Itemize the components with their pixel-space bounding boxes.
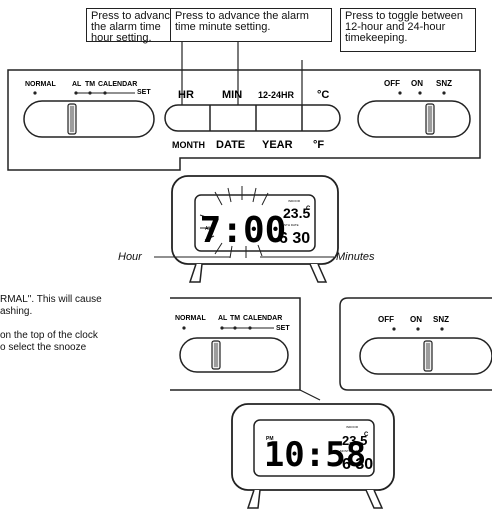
annotation-minutes: Minutes bbox=[336, 251, 375, 263]
text-line-3: on the top of the clock bbox=[0, 330, 98, 341]
mode-dots bbox=[33, 91, 107, 95]
clock1-temp: 23.5 bbox=[283, 205, 310, 221]
snooze-slider-knob[interactable] bbox=[425, 103, 435, 135]
b-mode-label-tm: TM bbox=[230, 315, 240, 322]
temp-unit-button[interactable] bbox=[303, 106, 339, 130]
clock2-temp-unit: C bbox=[364, 432, 369, 438]
hr-month-button[interactable] bbox=[166, 106, 209, 130]
b-snooze-label-on: ON bbox=[410, 315, 422, 324]
clock1-temp-unit: C bbox=[306, 206, 311, 212]
button-label-12-24hr: 12-24HR bbox=[258, 90, 295, 100]
clock1-time: 7:00 bbox=[200, 210, 287, 251]
clock1-al-indicator: AL bbox=[205, 226, 211, 232]
snooze-slider[interactable]: OFF ON SNZ bbox=[357, 79, 471, 138]
b-mode-label-normal: NORMAL bbox=[175, 315, 206, 322]
clock2-indoor-tag: INDOOR bbox=[346, 425, 359, 429]
snooze-label-snz: SNZ bbox=[436, 79, 452, 88]
snooze-label-off: OFF bbox=[384, 79, 400, 88]
mode-slider-knob[interactable] bbox=[67, 103, 77, 135]
annotation-hour: Hour bbox=[118, 251, 142, 263]
b-mode-label-al: AL bbox=[218, 315, 228, 322]
mode-label-tm: TM bbox=[85, 81, 95, 88]
mode-slider[interactable]: NORMAL AL TM CALENDAR SET bbox=[23, 81, 155, 138]
mode-slider-track bbox=[23, 100, 155, 138]
mode-label-set: SET bbox=[137, 89, 151, 96]
callout-connectors bbox=[181, 40, 303, 105]
clock1-monthdate-tag: MONTH DATE bbox=[279, 223, 299, 227]
top-control-panel bbox=[7, 69, 481, 171]
button-label-month: MONTH bbox=[172, 140, 205, 150]
button-label-min: MIN bbox=[222, 89, 242, 101]
clock1-date: 6 30 bbox=[279, 230, 310, 247]
callout-minute-text: Press to advance the alarm time minute s… bbox=[175, 10, 309, 33]
callout-toggle-text: Press to toggle between 12-hour and 24-h… bbox=[345, 10, 464, 44]
clock1-indoor-tag: INDOOR bbox=[288, 199, 301, 203]
b-snooze-label-snz: SNZ bbox=[433, 315, 449, 324]
button-label-year: YEAR bbox=[262, 139, 293, 151]
button-label-hr: HR bbox=[178, 89, 194, 101]
callout-12-24hr-toggle: Press to toggle between 12-hour and 24-h… bbox=[340, 8, 476, 52]
button-label-date: DATE bbox=[216, 139, 245, 151]
clock-alarm-mode: AL 7:00 INDOOR 23.5 C MONTH DATE 6 30 bbox=[171, 175, 339, 283]
mode-label-calendar: CALENDAR bbox=[98, 81, 137, 88]
button-label-celsius: °C bbox=[317, 89, 329, 101]
clock2-time: 10:58 bbox=[264, 435, 366, 475]
bottom-snooze-panel: OFF ON SNZ bbox=[339, 297, 492, 391]
mode-label-al: AL bbox=[72, 81, 82, 88]
callout-minute-setting: Press to advance the alarm time minute s… bbox=[170, 8, 332, 42]
b-snooze-label-off: OFF bbox=[378, 315, 394, 324]
12-24hr-year-button[interactable] bbox=[257, 106, 301, 130]
setting-buttons: HR MIN 12-24HR °C MONTH DATE YEAR °F bbox=[164, 89, 341, 151]
clock2-date: 6 30 bbox=[342, 456, 373, 473]
min-date-button[interactable] bbox=[211, 106, 255, 130]
b-mode-label-set: SET bbox=[276, 325, 290, 332]
b-mode-label-calendar: CALENDAR bbox=[243, 315, 282, 322]
b-snooze-slider-knob[interactable] bbox=[423, 340, 433, 372]
text-line-1: RMAL". This will cause bbox=[0, 294, 102, 305]
clock-snooze-mode: PM 10:58 INDOOR 23.5 C MONTH DATE 6 30 bbox=[231, 403, 395, 509]
snooze-label-on: ON bbox=[411, 79, 423, 88]
clock2-pm-indicator: PM bbox=[266, 436, 274, 442]
callout-hour-text: Press to advance the alarm time hour set… bbox=[91, 10, 176, 44]
text-line-4: o select the snooze bbox=[0, 342, 87, 353]
snooze-slider-track bbox=[357, 100, 471, 138]
text-line-2: ashing. bbox=[0, 306, 33, 317]
mode-label-normal: NORMAL bbox=[25, 81, 56, 88]
bottom-mode-panel: NORMAL AL TM CALENDAR SET bbox=[170, 297, 301, 391]
callout-hour-setting: Press to advance the alarm time hour set… bbox=[86, 8, 186, 44]
flash-rays bbox=[199, 186, 269, 259]
clock2-temp: 23.5 bbox=[342, 433, 367, 448]
b-mode-slider-knob[interactable] bbox=[211, 340, 221, 370]
button-label-fahrenheit: °F bbox=[313, 139, 324, 151]
clock2-monthdate-tag: MONTH DATE bbox=[340, 449, 360, 453]
